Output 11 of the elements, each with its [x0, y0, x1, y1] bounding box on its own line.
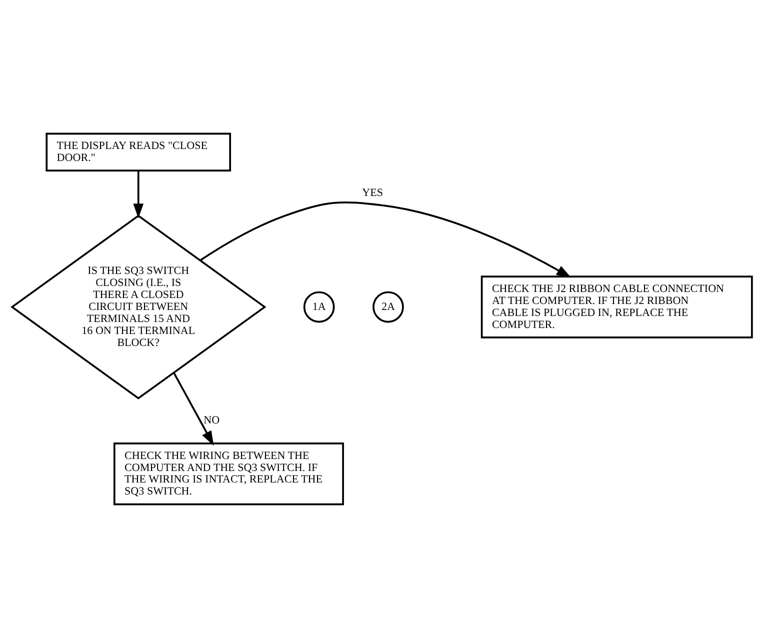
node-circle: 2A	[372, 291, 404, 323]
node-box: THE DISPLAY READS "CLOSE DOOR."	[46, 132, 232, 172]
node-circle: 1A	[303, 291, 335, 323]
node-box: CHECK THE WIRING BETWEEN THE COMPUTER AND THE SQ3 SWITCH. IF THE WIRING IS INTACT, REPLACE THE SQ3 SWITCH.	[113, 442, 344, 506]
arrow	[173, 372, 214, 446]
node-diamond: IS THE SQ3 SWITCH CLOSING (I.E., IS THERE A CLOSED CIRCUIT BETWEEN TERMINALS 15 AND 16 ON THE TERMINAL BLOCK?	[10, 214, 266, 400]
arrow	[200, 202, 572, 278]
edge-label: YES	[362, 187, 383, 200]
edge-label: NO	[204, 414, 220, 427]
node-box: CHECK THE J2 RIBBON CABLE CONNECTION AT THE COMPUTER. IF THE J2 RIBBON CABLE IS PLUGGED IN, REPLACE THE COMPUTER.	[480, 276, 753, 338]
arrow	[133, 170, 144, 218]
